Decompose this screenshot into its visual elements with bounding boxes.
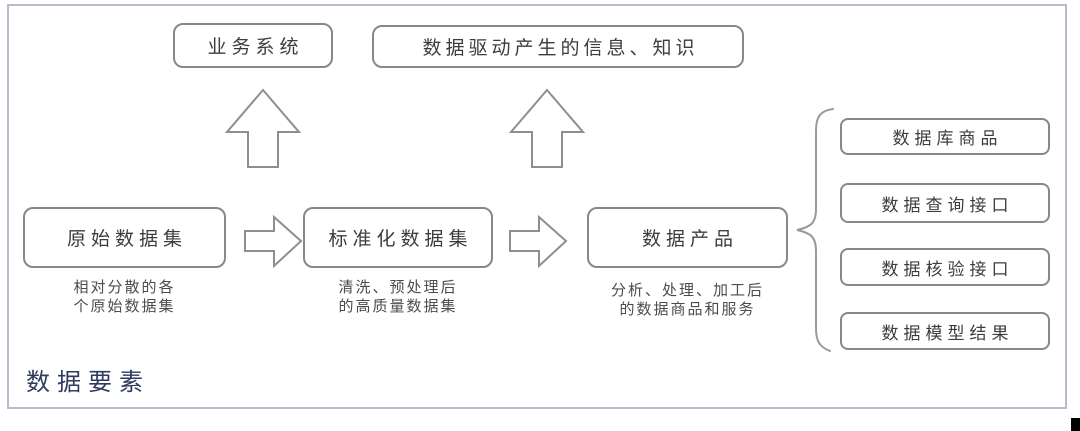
box-data-verification-interface: 数据核验接口 [840,248,1050,286]
right-arrow-icon [244,214,303,269]
box-data-driven-info-knowledge: 数据驱动产生的信息、知识 [372,25,744,68]
note-standardized-dataset: 清洗、预处理后 的高质量数据集 [303,279,493,317]
box-data-product: 数据产品 [587,207,788,268]
box-database-product-label: 数据库商品 [892,129,1003,148]
box-data-model-result: 数据模型结果 [840,312,1050,350]
box-data-query-interface: 数据查询接口 [840,183,1050,223]
note-line: 的数据商品和服务 [619,302,756,318]
box-business-system-label: 业务系统 [207,37,304,58]
right-arrow-icon [509,214,568,269]
left-pointing-brace-icon [796,108,834,352]
box-business-system: 业务系统 [173,23,333,68]
note-line: 相对分散的各 [73,280,176,296]
note-raw-dataset: 相对分散的各 个原始数据集 [23,279,226,317]
box-raw-dataset: 原始数据集 [23,207,226,268]
box-data-model-result-label: 数据模型结果 [881,323,1014,343]
note-line: 清洗、预处理后 [338,280,458,296]
note-line: 分析、处理、加工后 [610,283,764,299]
up-arrow-icon [225,88,301,168]
caption-data-elements: 数据要素 [26,370,150,396]
note-line: 个原始数据集 [73,299,176,315]
note-line: 的高质量数据集 [338,299,458,315]
box-database-product: 数据库商品 [840,118,1050,155]
box-data-driven-info-knowledge-label: 数据驱动产生的信息、知识 [422,38,699,59]
box-data-verification-interface-label: 数据核验接口 [881,259,1014,279]
box-data-product-label: 数据产品 [641,229,738,250]
box-standardized-dataset: 标准化数据集 [303,207,493,268]
note-data-product: 分析、处理、加工后 的数据商品和服务 [587,282,788,320]
box-raw-dataset-label: 原始数据集 [66,229,187,250]
corner-mark [1071,418,1080,431]
up-arrow-icon [509,88,585,168]
box-data-query-interface-label: 数据查询接口 [881,195,1014,215]
box-standardized-dataset-label: 标准化数据集 [328,229,473,250]
